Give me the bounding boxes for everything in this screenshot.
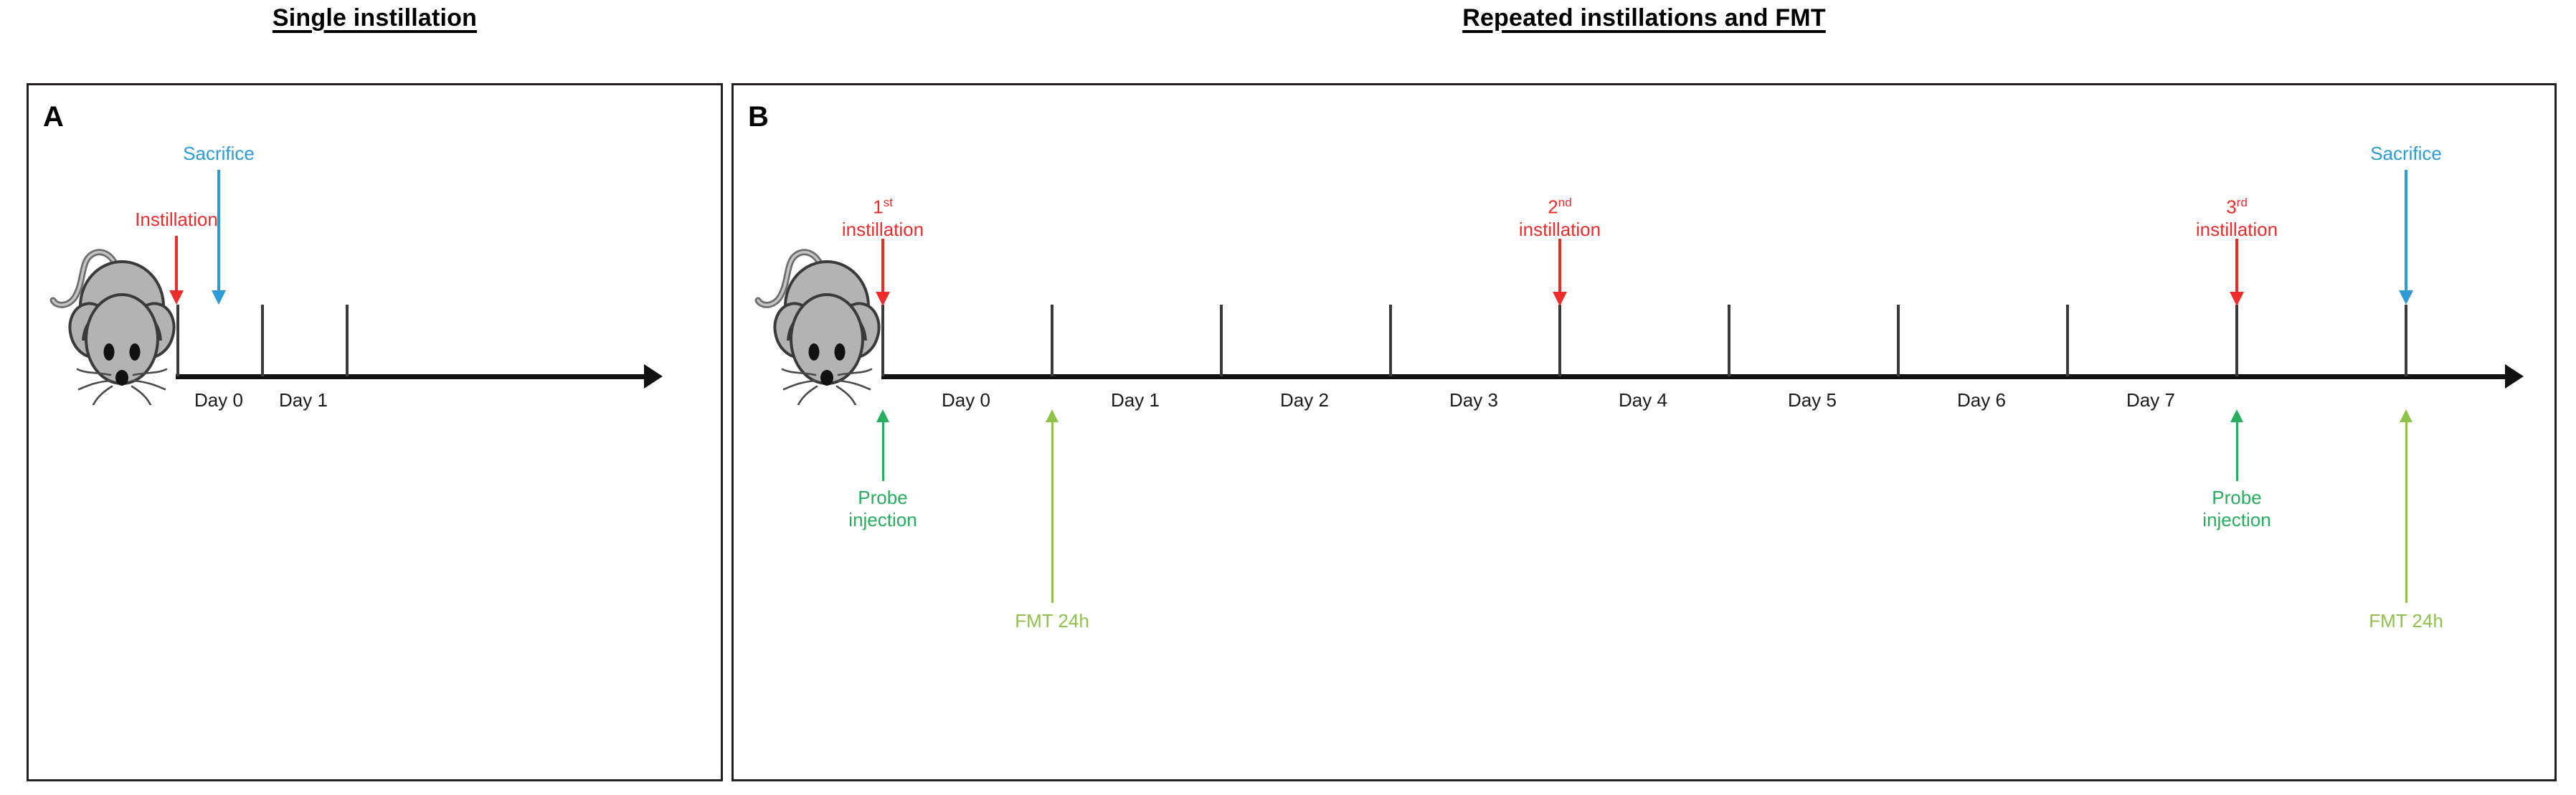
panel-b-tick xyxy=(1051,305,1053,376)
panel-b-day-label: Day 4 xyxy=(1619,389,1667,411)
panel-b-day-label: Day 2 xyxy=(1280,389,1329,411)
panel-b-day-label: Day 5 xyxy=(1788,389,1837,411)
instillation-1-ordinal: 1 xyxy=(873,196,884,218)
instillation-2-word: instillation xyxy=(1518,218,1601,240)
instillation-3-suffix: rd xyxy=(2236,196,2248,209)
panel-a-sacrifice-arrow xyxy=(212,170,226,306)
panel-b-instillation-2-label: 2nd instillation xyxy=(1445,191,1675,241)
panel-b-fmt-1-label: FMT 24h xyxy=(1015,610,1089,632)
panel-b-tick xyxy=(2066,305,2069,376)
panel-b-day-label: Day 1 xyxy=(1111,389,1160,411)
panel-b-sacrifice-arrow xyxy=(2399,170,2413,306)
instillation-2-suffix: nd xyxy=(1558,196,1572,209)
probe-1-line2: injection xyxy=(848,509,917,530)
probe-1-line1: Probe xyxy=(858,487,908,508)
instillation-3-word: instillation xyxy=(2195,218,2278,240)
panel-b-axis-line xyxy=(881,374,2506,379)
panel-a-title: Single instillation xyxy=(272,4,478,32)
panel-a-day-label: Day 0 xyxy=(194,389,243,411)
instillation-1-word: instillation xyxy=(841,218,924,240)
panel-a-instillation-label: Instillation xyxy=(135,209,218,230)
panel-b: B xyxy=(731,83,2557,781)
mouse-illustration xyxy=(49,249,176,405)
panel-a-tick xyxy=(346,305,349,376)
panel-b-probe-injection-1-arrow xyxy=(876,409,889,481)
panel-b-probe-injection-2-arrow xyxy=(2230,409,2243,481)
panel-b-axis-arrowhead xyxy=(2505,364,2524,389)
probe-2-line2: injection xyxy=(2202,509,2271,530)
panel-b-instillation-2-arrow xyxy=(1553,239,1567,306)
panel-b-title: Repeated instillations and FMT xyxy=(1462,4,1826,32)
panel-b-day-label: Day 7 xyxy=(2126,389,2175,411)
panel-b-probe-injection-1-label: Probe injection xyxy=(775,487,990,531)
panel-b-day-label: Day 0 xyxy=(942,389,990,411)
panel-b-tick xyxy=(881,305,884,376)
panel-a-axis-line xyxy=(176,374,645,379)
mouse-illustration xyxy=(754,249,881,405)
probe-2-line1: Probe xyxy=(2212,487,2262,508)
panel-a-sacrifice-label: Sacrifice xyxy=(183,143,255,164)
panel-a-axis-arrowhead xyxy=(644,364,663,389)
panel-b-tick xyxy=(1389,305,1392,376)
panel-b-instillation-3-arrow xyxy=(2230,239,2244,306)
panel-b-day-label: Day 6 xyxy=(1957,389,2006,411)
panel-b-fmt-2-label: FMT 24h xyxy=(2369,610,2443,632)
panel-b-letter: B xyxy=(748,101,769,133)
panel-b-tick xyxy=(2405,305,2407,376)
instillation-2-ordinal: 2 xyxy=(1548,196,1558,218)
panel-b-fmt-2-arrow xyxy=(2400,409,2412,603)
panel-b-tick xyxy=(1897,305,1900,376)
panel-b-instillation-1-label: 1st instillation xyxy=(768,191,998,241)
panel-b-tick xyxy=(1220,305,1223,376)
instillation-1-suffix: st xyxy=(883,196,893,209)
panel-a: A xyxy=(27,83,723,781)
panel-b-instillation-3-label: 3rd instillation xyxy=(2122,191,2352,241)
panel-b-tick xyxy=(1558,305,1561,376)
panel-a-tick xyxy=(176,305,179,376)
panel-b-probe-injection-2-label: Probe injection xyxy=(2129,487,2344,531)
panel-b-instillation-1-arrow xyxy=(876,239,890,306)
panel-b-day-label: Day 3 xyxy=(1449,389,1498,411)
panel-a-instillation-arrow xyxy=(169,236,184,305)
panel-a-tick xyxy=(261,305,264,376)
panel-b-tick xyxy=(2235,305,2238,376)
instillation-3-ordinal: 3 xyxy=(2226,196,2237,218)
panel-a-day-label: Day 1 xyxy=(279,389,328,411)
panel-b-fmt-1-arrow xyxy=(1046,409,1059,603)
panel-b-sacrifice-label: Sacrifice xyxy=(2370,143,2442,164)
panel-b-tick xyxy=(1728,305,1730,376)
panel-a-letter: A xyxy=(43,101,64,133)
